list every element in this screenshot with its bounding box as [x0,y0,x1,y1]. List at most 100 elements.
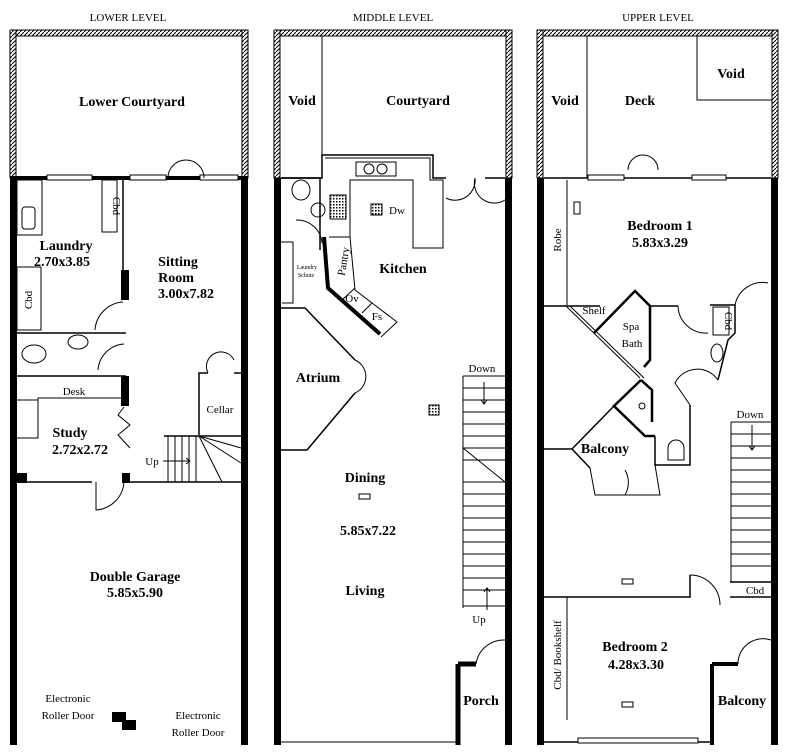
floor-vent-icon [428,404,440,416]
courtyard-wall [273,29,513,37]
wall [122,473,130,483]
courtyard-wall [241,29,249,179]
burner-icon [363,163,375,175]
upper-level-plan: UPPER LEVEL Void Deck Void Robe Bedroom … [536,12,779,745]
door-swing [445,177,506,204]
bedroom2-size: 4.28x3.30 [608,658,664,673]
spa-bath [593,289,652,368]
laundry-label: Laundry [40,239,93,254]
void-label: Void [717,67,745,82]
wall [654,405,691,466]
courtyard-wall [536,29,779,37]
door-swing [167,159,205,179]
door-swing [205,351,235,374]
lower-courtyard-label: Lower Courtyard [79,95,185,110]
dining-label: Dining [345,471,385,486]
atrium-label: Atrium [296,371,341,386]
garage-label: Double Garage [90,570,181,585]
down-arrow-icon [480,382,488,405]
door-swing [627,154,659,171]
balcony-wall [544,405,615,469]
up-label: Up [472,614,486,626]
exterior-wall [274,178,281,745]
vent-icon [621,578,634,585]
porch-label: Porch [463,694,499,709]
exterior-wall [241,178,248,745]
door-swing [677,305,709,334]
bookshelf-label: Cbd/ Bookshelf [552,620,564,690]
sliding-door [117,406,131,449]
drain-icon [638,402,646,410]
bedroom1-size: 5.83x3.29 [632,236,688,251]
cbd-label: Cbd [23,290,35,309]
garage-size: 5.85x5.90 [107,586,163,601]
door-swing [295,219,323,244]
bench [16,179,43,236]
door-swing [94,301,124,331]
roller-door-label: Roller Door [42,710,95,722]
door-swing [97,343,125,371]
window [691,174,727,181]
middle-level-plan: MIDDLE LEVEL Void Courtyard Dw Laundry S… [273,12,513,745]
wall [281,177,321,250]
living-label: Living [346,584,385,599]
cellar-label: Cellar [207,404,234,416]
down-arrow-icon [748,425,756,451]
cbd-label: Cbd [110,197,122,216]
basin-icon [710,343,724,363]
wall [17,473,27,483]
window [129,174,167,181]
exterior-wall [537,178,544,745]
atrium-wall [281,307,356,451]
roller-door-label: Electronic [175,710,220,722]
down-label: Down [469,363,496,375]
roller-door-label: Roller Door [172,727,225,739]
sitting-room-label: Sitting [158,255,198,270]
wall [586,36,772,178]
window [199,174,239,181]
laundry-schute [281,241,294,304]
staircase [462,375,506,608]
staircase [167,435,242,483]
spa-bath-label: Bath [622,338,643,350]
bedroom1-label: Bedroom 1 [627,219,692,234]
sitting-room-size: 3.00x7.82 [158,287,214,302]
tub-icon [21,206,36,230]
exterior-wall [10,178,17,745]
appliance-icon [329,194,347,220]
spa-bath-label: Spa [623,321,640,333]
lower-level-plan: LOWER LEVEL Lower Courtyard Cbd Cbd Laun… [9,12,249,745]
void-label: Void [288,94,316,109]
kitchen-label: Kitchen [379,262,427,277]
wall [121,376,129,406]
wall [17,332,126,377]
wall [322,236,382,336]
balcony-wall [710,662,738,745]
door-swing [589,464,661,496]
vent-icon [573,201,581,215]
courtyard-wall [273,29,281,179]
fs-label: Fs [372,311,382,323]
dining-living-size: 5.85x7.22 [340,524,396,539]
up-arrow-icon [163,457,191,465]
door-swing [734,281,769,306]
study-label: Study [52,426,87,441]
courtyard-wall [9,29,17,179]
toilet-icon [667,439,685,461]
sitting-room-label: Room [158,271,194,286]
laundry-schute-label: Schute [298,273,315,279]
kitchen-bench [325,157,444,249]
dw-label: Dw [389,205,405,217]
staircase [730,421,771,582]
balcony-label: Balcony [718,694,766,709]
courtyard-wall [505,29,513,179]
cabinet [16,266,42,331]
window [587,174,625,181]
cooktop-icon [355,161,397,177]
study-size: 2.72x2.72 [52,443,108,458]
basin-icon [67,334,89,350]
oven-divider [341,287,373,314]
upper-level-title: UPPER LEVEL [622,12,694,24]
wall [544,304,736,381]
